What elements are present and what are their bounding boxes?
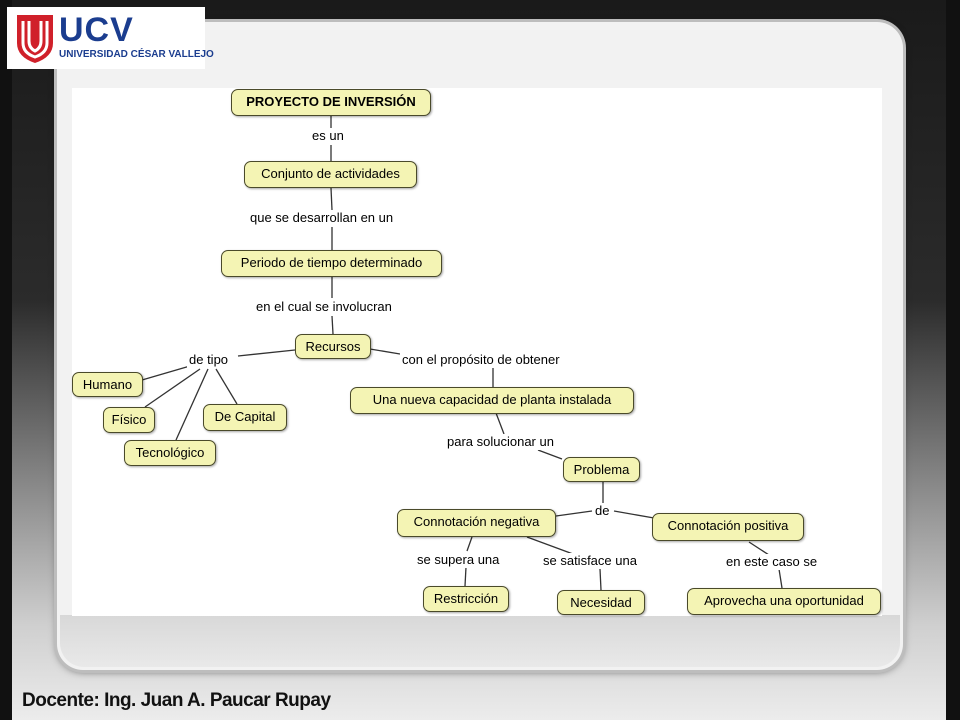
ucv-logo: UCV UNIVERSIDAD CÉSAR VALLEJO (7, 7, 214, 69)
node-capacidad-de-planta: Una nueva capacidad de planta instalada (350, 387, 634, 414)
logo-acronym: UCV (59, 11, 134, 49)
left-frame-bar (0, 0, 12, 720)
link-en-el-cual-se-involucran: en el cual se involucran (254, 299, 394, 315)
node-fisico: Físico (103, 407, 155, 433)
node-periodo-de-tiempo: Periodo de tiempo determinado (221, 250, 442, 277)
logo-university-name: UNIVERSIDAD CÉSAR VALLEJO (59, 49, 214, 60)
link-con-el-proposito: con el propósito de obtener (400, 352, 562, 368)
footer-docente: Docente: Ing. Juan A. Paucar Rupay (22, 690, 331, 711)
node-tecnologico: Tecnológico (124, 440, 216, 466)
link-para-solucionar: para solucionar un (445, 434, 556, 450)
node-connotacion-positiva: Connotación positiva (652, 513, 804, 541)
node-de-capital: De Capital (203, 404, 287, 431)
node-necesidad: Necesidad (557, 590, 645, 615)
link-es-un: es un (310, 128, 346, 144)
node-aprovecha-una-oportunidad: Aprovecha una oportunidad (687, 588, 881, 615)
link-se-supera-una: se supera una (415, 552, 502, 568)
node-proyecto-de-inversion: PROYECTO DE INVERSIÓN (231, 89, 431, 116)
node-problema: Problema (563, 457, 640, 482)
slide-card-bottom-shade (60, 615, 900, 667)
node-connotacion-negativa: Connotación negativa (397, 509, 556, 537)
link-en-este-caso-se: en este caso se (724, 554, 820, 570)
node-recursos: Recursos (295, 334, 371, 359)
link-de-tipo: de tipo (187, 352, 231, 368)
link-que-se-desarrollan: que se desarrollan en un (248, 210, 396, 226)
node-humano: Humano (72, 372, 143, 397)
node-restriccion: Restricción (423, 586, 509, 612)
ucv-shield-icon (17, 15, 53, 63)
link-se-satisface-una: se satisface una (541, 553, 639, 569)
right-frame-bar (946, 0, 960, 720)
node-conjunto-de-actividades: Conjunto de actividades (244, 161, 417, 188)
link-de: de (593, 503, 612, 519)
